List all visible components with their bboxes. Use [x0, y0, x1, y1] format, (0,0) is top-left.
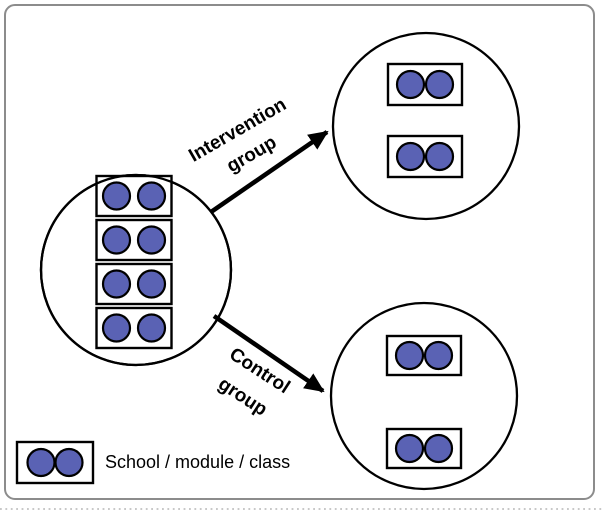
unit-dot — [54, 447, 84, 478]
unit-dot — [395, 69, 426, 100]
pool-modules — [95, 174, 173, 350]
legend: School / module / class — [15, 440, 290, 485]
figure-border — [4, 4, 595, 500]
unit-dot — [101, 225, 132, 255]
intervention-arrow — [209, 130, 329, 214]
control-arrow — [212, 314, 325, 393]
unit-dot — [424, 141, 455, 172]
pool-circle-outline — [39, 173, 233, 367]
intervention-circle — [331, 31, 521, 221]
intervention-label: Intervention group — [185, 94, 290, 177]
unit-dot — [26, 447, 56, 478]
unit-dot — [423, 340, 454, 371]
unit-dot — [394, 340, 425, 371]
unit-dot — [136, 181, 167, 211]
legend-label: School / module / class — [105, 452, 290, 472]
unit-dot — [395, 141, 426, 172]
unit-dot — [394, 433, 425, 464]
unit-dot — [101, 313, 132, 343]
unit-dot — [423, 433, 454, 464]
control-modules — [385, 334, 463, 470]
unit-dot — [424, 69, 455, 100]
unit-dot — [136, 269, 167, 299]
control-label: Control group — [214, 344, 293, 421]
unit-dot — [136, 225, 167, 255]
control-circle — [329, 301, 519, 491]
unit-dot — [101, 269, 132, 299]
legend-sample-module — [15, 440, 95, 485]
unit-dot — [101, 181, 132, 211]
intervention-modules — [386, 62, 464, 179]
unit-dot — [136, 313, 167, 343]
